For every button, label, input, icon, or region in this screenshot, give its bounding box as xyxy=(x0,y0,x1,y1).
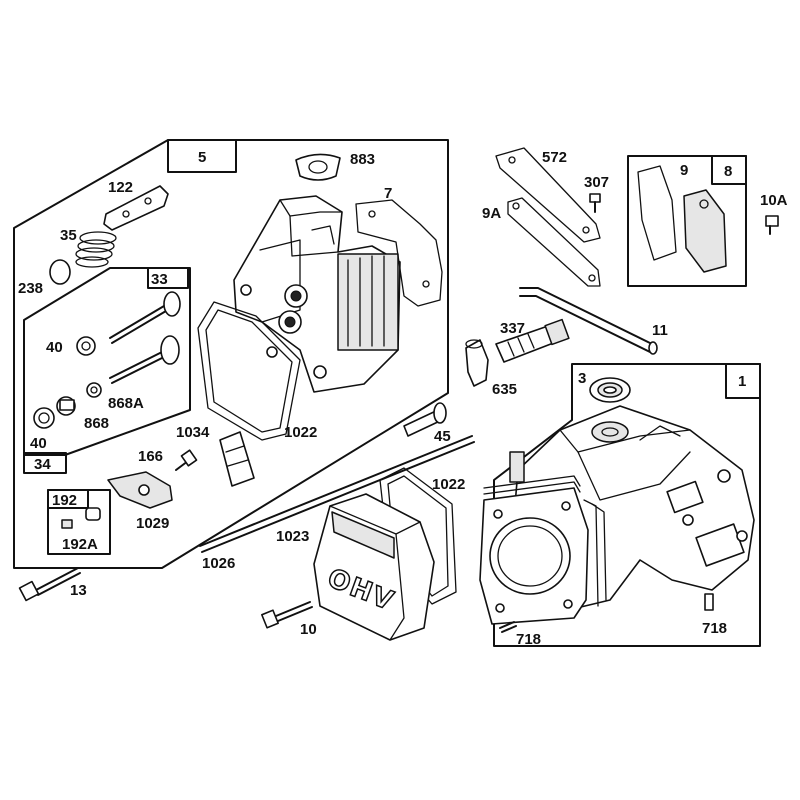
seal-40-lower xyxy=(33,407,55,429)
part-label-1029: 1029 xyxy=(136,515,169,532)
valve-seal-868 xyxy=(56,396,76,416)
exhaust-valve xyxy=(109,291,181,344)
head-gasket-7 xyxy=(355,199,443,307)
kit-box-192 xyxy=(47,489,89,509)
part-label-883: 883 xyxy=(350,151,375,168)
breather-gasket-572 xyxy=(495,147,601,243)
part-label-1022-lower: 1022 xyxy=(432,476,465,493)
washer-868a xyxy=(86,382,102,398)
breather-tube-11 xyxy=(519,287,658,355)
part-label-33: 33 xyxy=(151,271,168,288)
cylinder-barrel xyxy=(479,451,607,625)
breather-kit-panel: 8 9 xyxy=(627,155,747,287)
part-label-238: 238 xyxy=(18,280,43,297)
guide-plate-1034 xyxy=(219,431,255,487)
cylinder-head-7 xyxy=(233,195,401,393)
part-label-9: 9 xyxy=(680,162,688,179)
part-label-7: 7 xyxy=(384,185,392,202)
part-label-192a: 192A xyxy=(62,536,98,553)
seal-40-upper xyxy=(76,336,96,356)
part-label-9a: 9A xyxy=(482,205,501,222)
spark-plug-337 xyxy=(495,318,570,363)
part-label-34: 34 xyxy=(34,456,51,473)
screw-10a xyxy=(765,215,779,235)
oil-seal-3 xyxy=(589,377,631,403)
gasket-883 xyxy=(295,153,341,181)
kit-box-33 xyxy=(147,267,189,289)
part-label-35: 35 xyxy=(60,227,77,244)
part-label-10: 10 xyxy=(300,621,317,638)
part-label-1026: 1026 xyxy=(202,555,235,572)
kit-box-34 xyxy=(23,452,67,474)
fitting-kit-panel: 192 xyxy=(47,489,111,555)
valve-spring-35 xyxy=(75,231,117,268)
part-label-5: 5 xyxy=(198,149,206,166)
part-label-337: 337 xyxy=(500,320,525,337)
part-label-718-left: 718 xyxy=(516,631,541,648)
part-label-1034: 1034 xyxy=(176,424,210,441)
push-rod-1026 xyxy=(199,435,475,553)
part-label-3: 3 xyxy=(578,370,586,387)
rocker-cover-1023: O H V xyxy=(313,493,435,641)
cylinder-assembly-panel: 1 xyxy=(493,363,761,647)
part-label-1023: 1023 xyxy=(276,528,309,545)
dowel-pin-718-right xyxy=(704,593,714,611)
valve-kit-panel: 33 34 xyxy=(23,267,191,474)
part-label-122: 122 xyxy=(108,179,133,196)
spark-plug-boot-635 xyxy=(465,339,489,387)
part-label-868a: 868A xyxy=(108,395,144,412)
part-label-40-lower: 40 xyxy=(30,435,47,452)
breather-gasket-9 xyxy=(637,165,677,261)
kit-box-5 xyxy=(167,139,237,173)
part-label-40-upper: 40 xyxy=(46,339,63,356)
rocker-stud-166 xyxy=(175,449,198,471)
bolt-13 xyxy=(18,567,81,602)
part-label-868: 868 xyxy=(84,415,109,432)
part-label-635: 635 xyxy=(492,381,517,398)
part-label-13: 13 xyxy=(70,582,87,599)
part-label-45: 45 xyxy=(434,428,451,445)
rocker-arm-1029 xyxy=(107,471,173,509)
cylinder-head-kit-panel: 5 xyxy=(13,139,449,569)
retainer-238 xyxy=(49,259,71,285)
part-label-572: 572 xyxy=(542,149,567,166)
kit-box-8 xyxy=(711,155,747,185)
bracket-122 xyxy=(103,185,169,231)
dowel-pin-718-left xyxy=(499,621,517,633)
screw-307 xyxy=(589,193,601,213)
tappet-45 xyxy=(403,402,447,437)
part-label-1022-upper: 1022 xyxy=(284,424,317,441)
part-label-307: 307 xyxy=(584,174,609,191)
breather-body-8 xyxy=(683,189,727,273)
kit-box-1 xyxy=(725,363,761,399)
part-label-10a: 10A xyxy=(760,192,788,209)
rocker-cover-gasket-upper xyxy=(197,301,301,441)
part-label-11: 11 xyxy=(652,322,668,339)
part-label-192: 192 xyxy=(52,492,77,509)
part-label-166: 166 xyxy=(138,448,163,465)
intake-valve xyxy=(109,335,180,384)
screw-10 xyxy=(261,601,313,629)
adjuster-192a xyxy=(61,507,101,529)
part-label-8: 8 xyxy=(724,163,732,180)
part-label-1: 1 xyxy=(738,373,746,390)
part-label-718-right: 718 xyxy=(702,620,727,637)
breather-cover-9a xyxy=(507,197,601,287)
